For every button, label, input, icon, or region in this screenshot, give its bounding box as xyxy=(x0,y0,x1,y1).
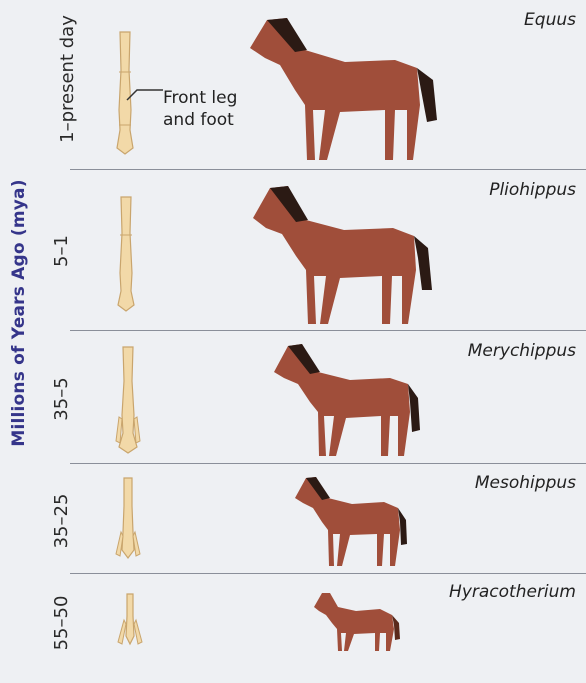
species-label-pliohippus: Pliohippus xyxy=(489,180,576,200)
foot-bone-pliohippus xyxy=(112,195,140,313)
horse-equus xyxy=(245,10,445,170)
callout-line1: Front leg xyxy=(163,87,237,109)
y-axis-title: Millions of Years Ago (mya) xyxy=(9,173,35,453)
species-label-merychippus: Merychippus xyxy=(468,341,576,361)
foot-bone-mesohippus xyxy=(112,476,144,566)
era-label-merychippus: 35–5 xyxy=(51,339,73,459)
horse-evolution-diagram: Millions of Years Ago (mya) 1–present da… xyxy=(0,0,586,656)
foot-bone-merychippus xyxy=(112,345,144,455)
horse-mesohippus xyxy=(292,472,417,572)
species-label-hyracotherium: Hyracotherium xyxy=(449,582,576,602)
species-label-equus: Equus xyxy=(524,10,576,30)
callout-line xyxy=(125,80,165,110)
divider-3 xyxy=(70,463,586,464)
divider-4 xyxy=(70,573,586,574)
callout-label: Front leg and foot xyxy=(163,87,237,131)
era-label-equus: 1–present day xyxy=(57,0,79,159)
divider-2 xyxy=(70,330,586,331)
foot-bone-hyracotherium xyxy=(114,592,146,654)
horse-hyracotherium xyxy=(312,589,407,654)
horse-pliohippus xyxy=(248,178,438,330)
era-label-pliohippus: 5–1 xyxy=(51,191,73,311)
species-label-mesohippus: Mesohippus xyxy=(475,473,576,493)
divider-1 xyxy=(70,169,586,170)
era-label-hyracotherium: 55–50 xyxy=(51,563,73,683)
callout-line2: and foot xyxy=(163,109,237,131)
horse-merychippus xyxy=(270,338,430,462)
